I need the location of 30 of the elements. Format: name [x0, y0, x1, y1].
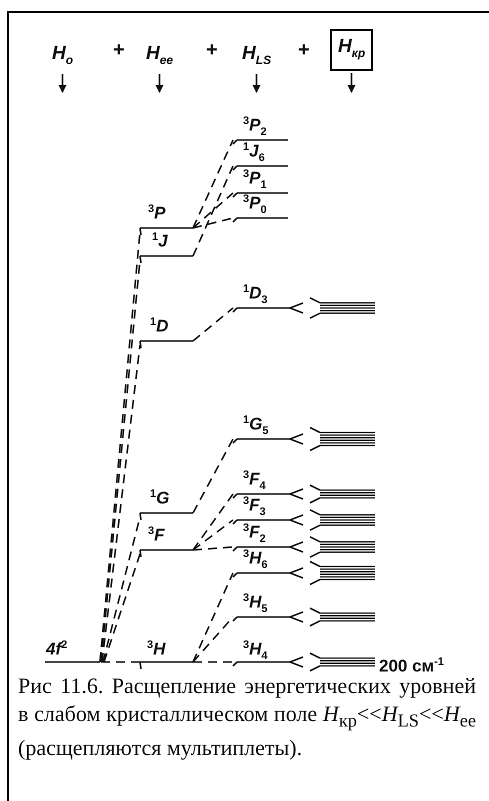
term-label: $^{3}$P$_{1}$ — [243, 167, 267, 194]
term-label: 4f$^{2}$ — [46, 638, 68, 660]
arrow — [156, 74, 164, 93]
plus-sign: + — [113, 40, 125, 60]
arrow — [348, 73, 356, 93]
term-label: $^{3}$H — [147, 638, 166, 660]
term-label: $^{3}$H$_{5}$ — [243, 591, 268, 618]
plus-sign: + — [206, 40, 218, 60]
term-label: $^{3}$P$_{2}$ — [243, 114, 267, 140]
term-label: $^{3}$P$_{0}$ — [243, 192, 267, 218]
term-label: $^{3}$P — [148, 202, 166, 224]
term-label: $^{3}$H$_{4}$ — [243, 638, 268, 664]
operator-label: H$_{o}$ — [52, 42, 74, 72]
term-label: $^{3}$F$_{4}$ — [243, 468, 266, 494]
arrow — [58, 74, 66, 93]
operator-label: H$_{LS}$ — [242, 42, 272, 72]
term-label: $^{3}$F — [148, 524, 165, 546]
term-label: $^{1}$D$_{3}$ — [243, 282, 268, 308]
operator-box: H$_{кр}$ — [330, 29, 374, 71]
plus-sign: + — [298, 40, 310, 60]
arrow — [252, 74, 260, 93]
term-label: $^{3}$F$_{2}$ — [243, 521, 266, 548]
term-label: $^{1}$J$_{6}$ — [243, 140, 265, 166]
term-label: $^{1}$G — [150, 487, 170, 509]
operator-label: H$_{ee}$ — [146, 42, 174, 72]
term-label: $^{3}$H$_{6}$ — [243, 547, 268, 574]
term-label: $^{1}$D — [150, 315, 168, 337]
term-label: $^{1}$J — [152, 230, 168, 252]
term-label: $^{3}$F$_{3}$ — [243, 494, 266, 520]
term-label: $^{1}$G$_{5}$ — [243, 413, 268, 440]
